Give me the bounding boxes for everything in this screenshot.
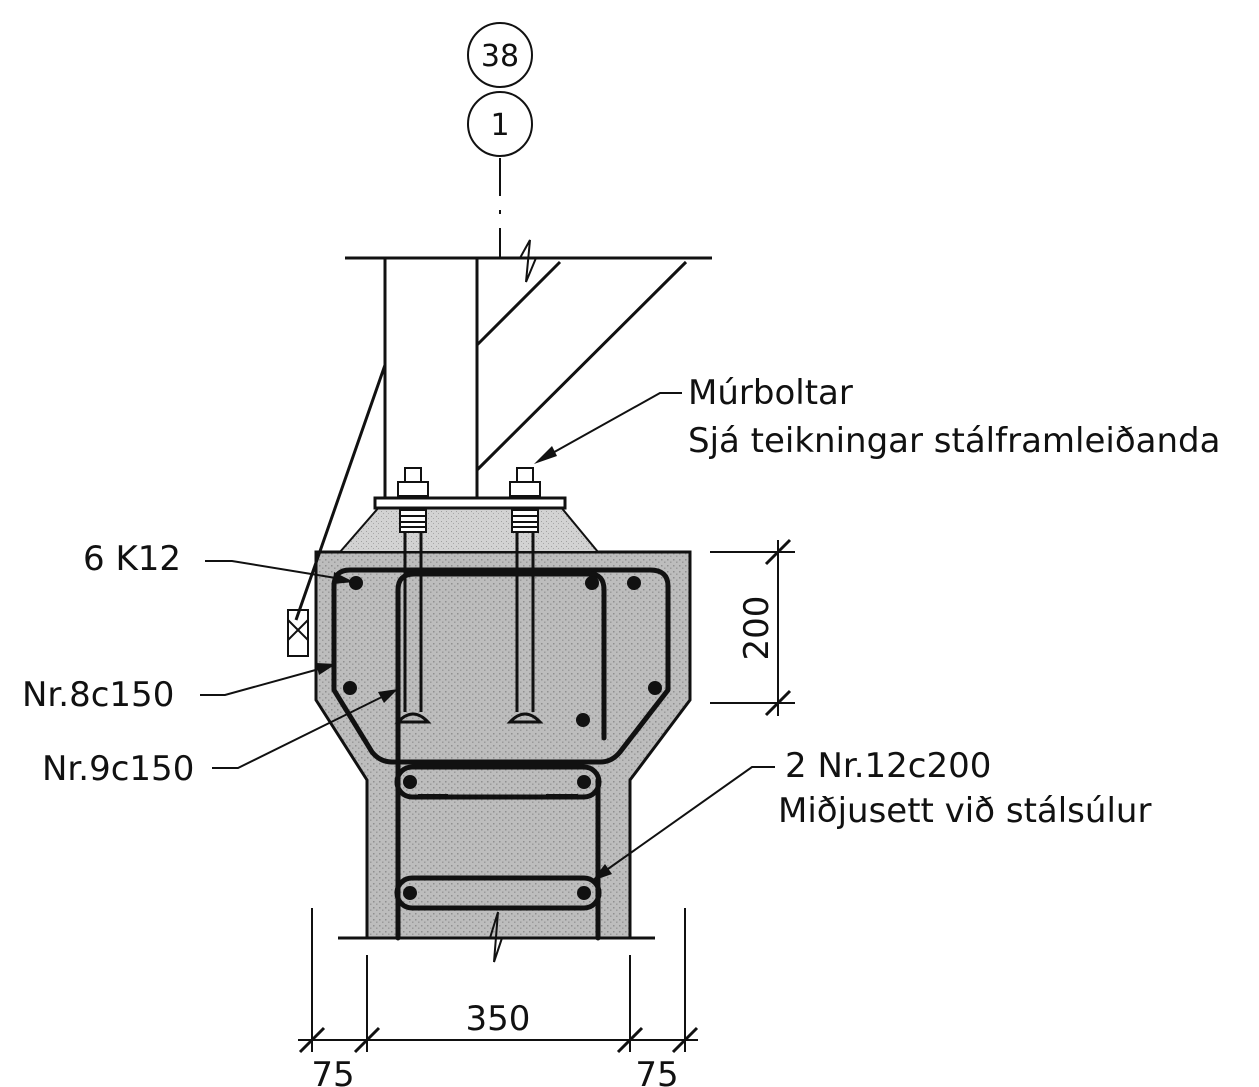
u-bar-head bbox=[395, 571, 607, 941]
anchor-bolt-right bbox=[506, 467, 544, 724]
anchor-bolt-left bbox=[394, 467, 432, 724]
link-lower bbox=[394, 875, 602, 911]
label-anchor-bolts-note: Sjá teikningar stálframleiðanda bbox=[688, 421, 1220, 461]
label-main-bars: 6 K12 bbox=[83, 539, 181, 579]
dim-wall-width: 350 bbox=[466, 999, 531, 1039]
annotation-links: 2 Nr.12c200 Miðjusett við stálsúlur bbox=[592, 746, 1151, 881]
link-upper bbox=[394, 764, 602, 800]
label-stirrup-a: Nr.8c150 bbox=[22, 675, 174, 715]
dimension-wall-width: 350 bbox=[353, 955, 644, 1054]
reinforcement bbox=[331, 567, 671, 941]
dim-left-offset: 75 bbox=[311, 1055, 354, 1087]
steel-column bbox=[345, 239, 712, 500]
annotation-main-bars: 6 K12 bbox=[83, 539, 354, 584]
break-line bbox=[338, 911, 655, 963]
label-anchor-bolts-title: Múrboltar bbox=[688, 373, 853, 413]
bracket-box bbox=[287, 609, 309, 657]
grid-label-bottom: 1 bbox=[490, 108, 509, 143]
stirrup-outer bbox=[331, 567, 671, 765]
label-links-title: 2 Nr.12c200 bbox=[785, 746, 991, 786]
annotation-stirrup-b: Nr.9c150 bbox=[42, 689, 398, 789]
label-stirrup-b: Nr.9c150 bbox=[42, 749, 194, 789]
side-bracket bbox=[287, 364, 387, 657]
dimension-offsets: 75 75 bbox=[298, 908, 699, 1087]
dim-head-height: 200 bbox=[737, 596, 777, 661]
label-links-note: Miðjusett við stálsúlur bbox=[778, 791, 1151, 831]
grout-bed bbox=[337, 505, 601, 553]
grid-bubble-top bbox=[467, 22, 533, 88]
base-plate bbox=[373, 496, 567, 510]
grid-bubble-bottom bbox=[467, 91, 533, 157]
grid-label-top: 38 bbox=[481, 39, 519, 74]
dim-right-offset: 75 bbox=[635, 1055, 678, 1087]
annotation-anchor-bolts: Múrboltar Sjá teikningar stálframleiðand… bbox=[534, 373, 1220, 464]
dimension-head-height: 200 bbox=[710, 538, 795, 717]
annotation-stirrup-a: Nr.8c150 bbox=[22, 663, 336, 715]
grid-marker: 38 1 bbox=[467, 22, 533, 258]
